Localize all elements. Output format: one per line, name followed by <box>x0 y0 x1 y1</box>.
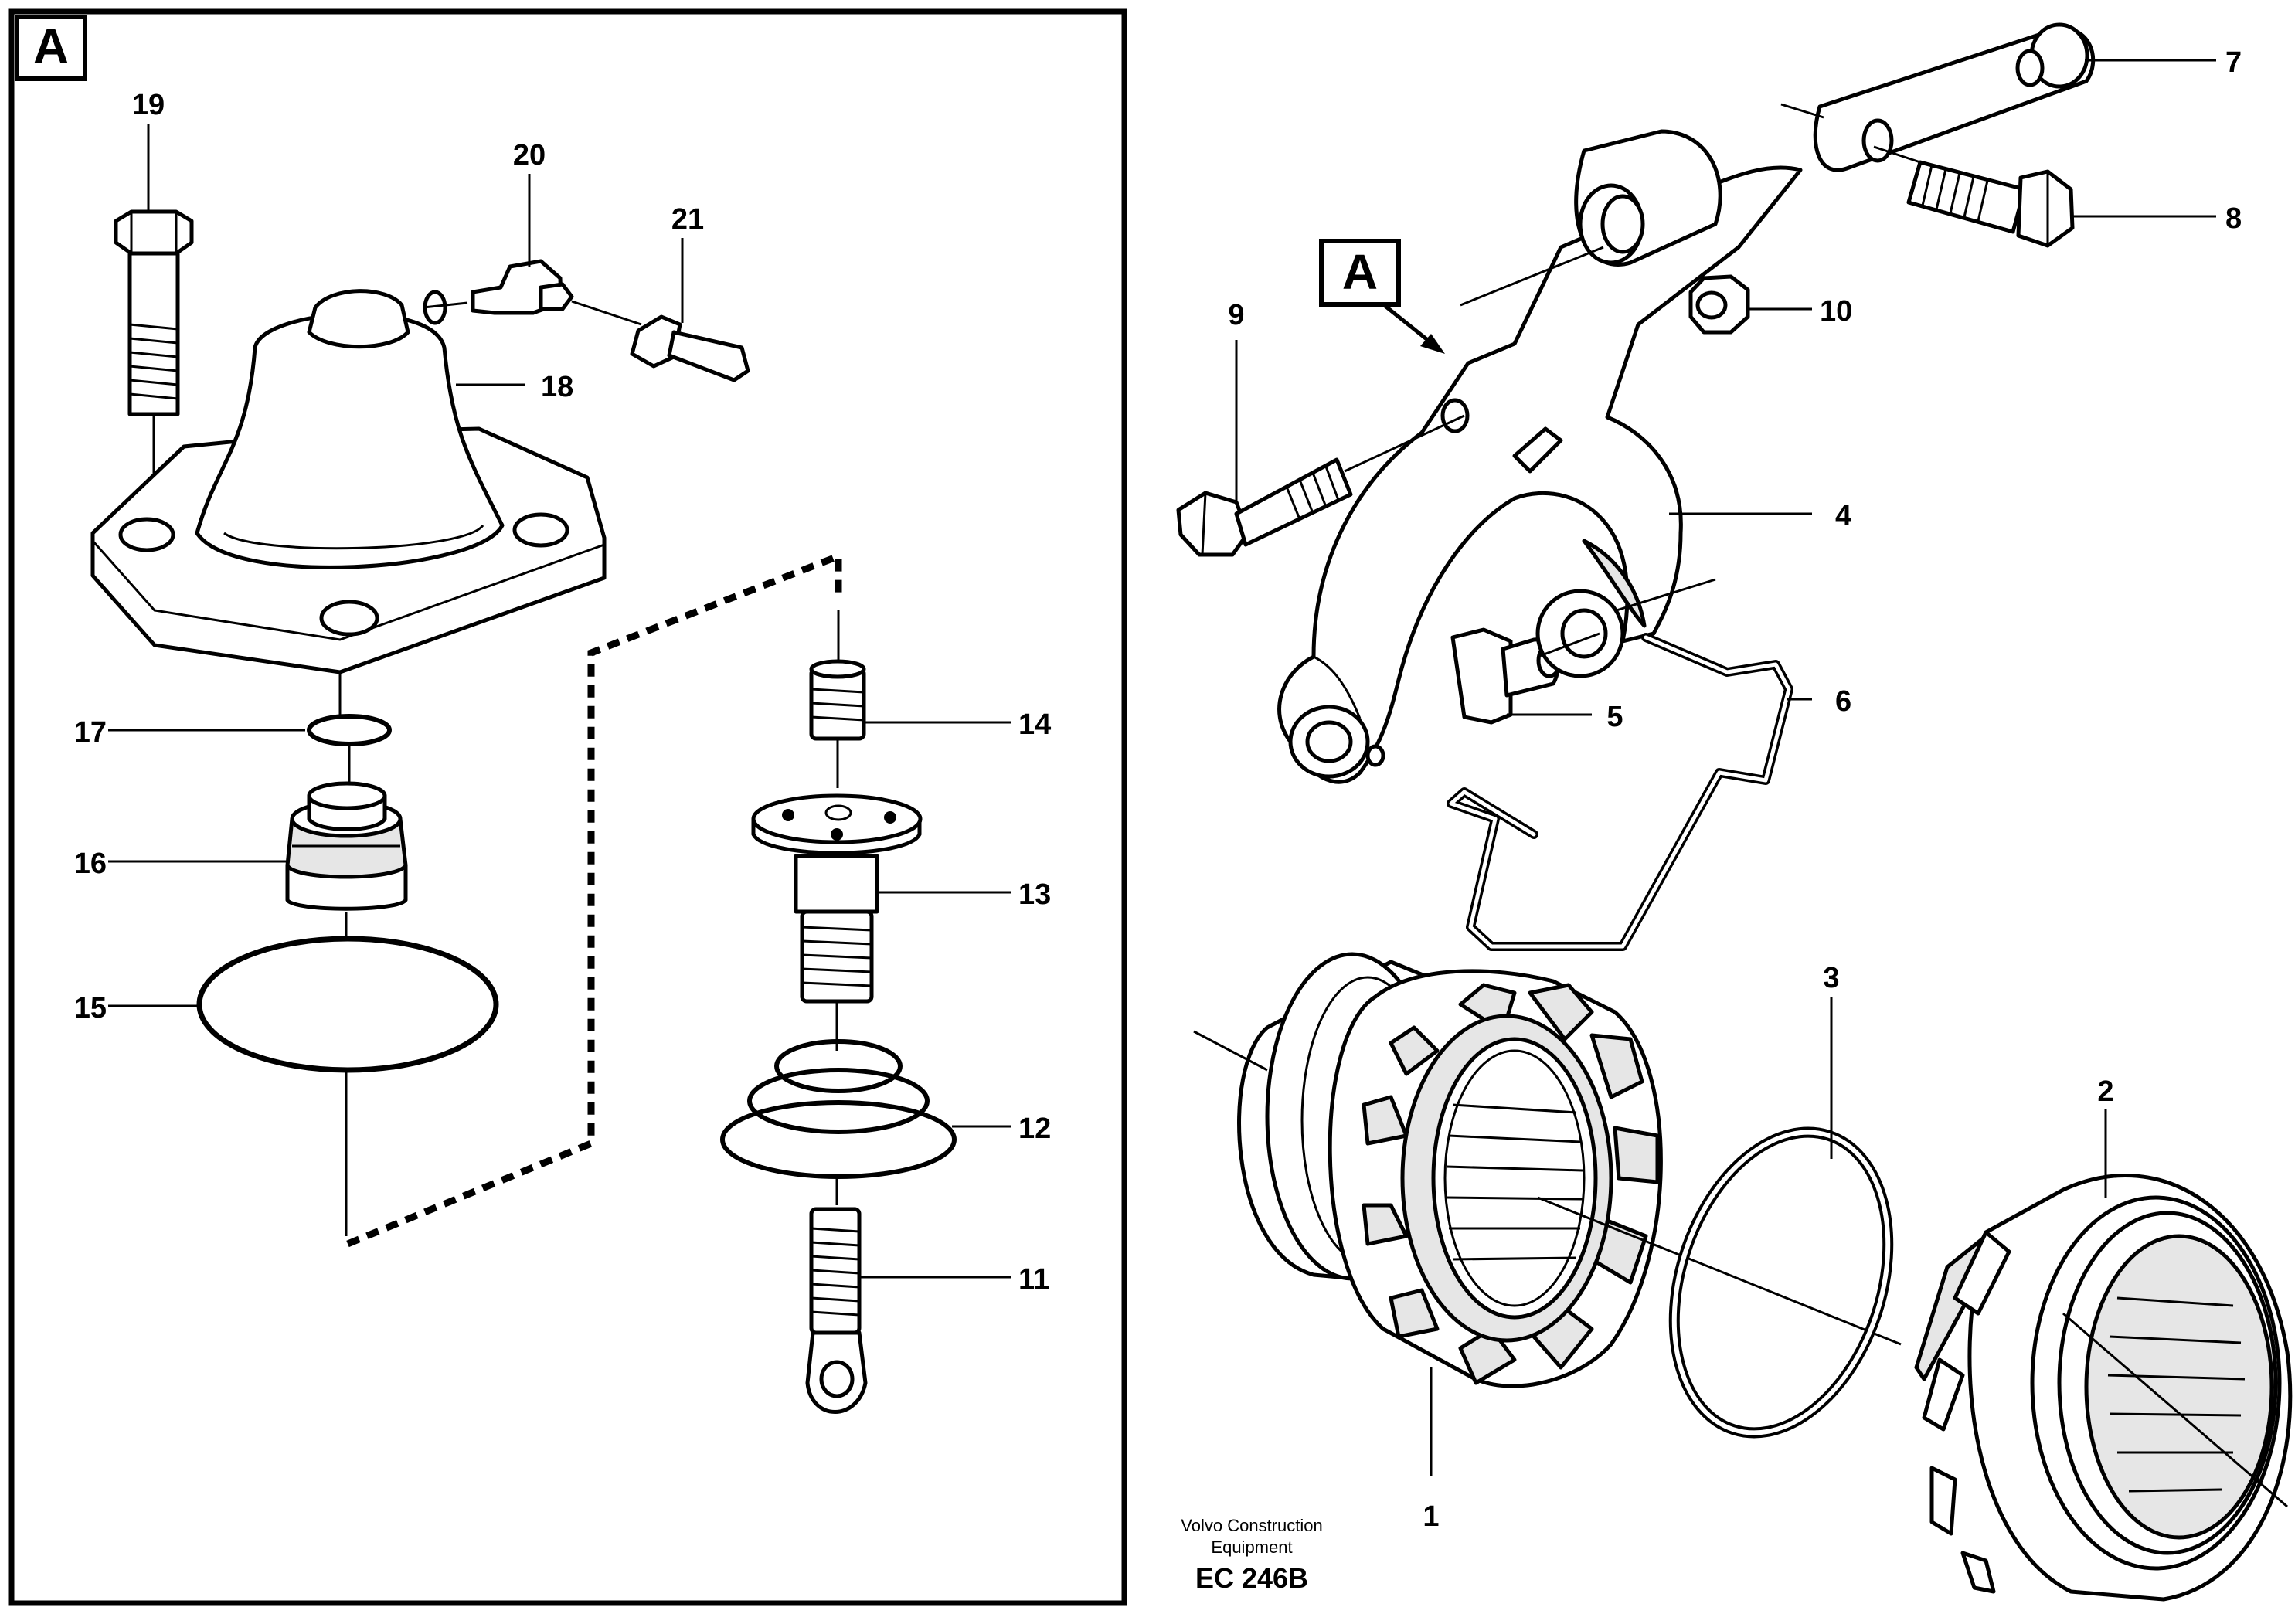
part-9-bolt <box>1176 414 1465 557</box>
footer: Volvo Construction Equipment EC 246B <box>1181 1516 1322 1594</box>
part-19-bolt <box>114 209 194 541</box>
label-part-10: 10 <box>1820 295 1852 328</box>
detail-view-a-panel: A <box>8 8 1127 1606</box>
part-20-elbow-fitting <box>423 259 642 326</box>
footer-company-line2: Equipment <box>1211 1537 1292 1557</box>
label-part-17: 17 <box>74 716 107 749</box>
leaders-left <box>108 124 1011 1279</box>
view-tag-label: A <box>33 19 69 74</box>
part-8-bolt <box>1873 145 2075 248</box>
part-13-valve-plate <box>751 793 923 1051</box>
label-part-18: 18 <box>541 371 573 403</box>
part-12-spring <box>720 1039 957 1205</box>
label-part-9: 9 <box>1228 299 1244 331</box>
part-3-snap-ring <box>1668 1126 1894 1439</box>
part-2-gear-ring <box>1914 1174 2293 1602</box>
part-5-pin <box>1450 589 1625 725</box>
part-14-adjuster-screw <box>809 659 866 788</box>
label-part-8: 8 <box>2225 202 2242 235</box>
label-part-11: 11 <box>1018 1263 1049 1296</box>
view-a-callout: A <box>1319 239 1445 354</box>
part-7-shaft <box>1780 22 2096 172</box>
label-part-15: 15 <box>74 992 107 1024</box>
label-part-7: 7 <box>2225 46 2242 79</box>
label-part-13: 13 <box>1018 878 1051 911</box>
view-tag-box <box>15 15 87 81</box>
part-16-piston <box>285 781 408 939</box>
footer-company-line1: Volvo Construction <box>1181 1516 1322 1535</box>
label-part-5: 5 <box>1606 701 1623 733</box>
label-part-19: 19 <box>132 89 165 121</box>
label-part-14: 14 <box>1018 708 1051 741</box>
part-number-labels: 1 2 3 4 5 6 7 8 9 10 11 12 13 14 15 16 1… <box>74 46 2242 1533</box>
view-a-callout-label: A <box>1342 244 1378 300</box>
part-15-seal-ring <box>196 936 499 1073</box>
dashed-assembly-path <box>346 551 842 1248</box>
label-part-3: 3 <box>1823 962 1839 994</box>
part-4-shift-fork <box>1277 129 1803 784</box>
detail-frame <box>8 8 1127 1606</box>
part-18-cover <box>90 289 607 719</box>
footer-code: EC 246B <box>1195 1562 1308 1594</box>
part-21-pipe <box>630 314 750 382</box>
wire-clip-highlight <box>1449 635 1791 949</box>
leaders-right <box>1235 59 2216 1476</box>
part-1-synchro-hub <box>1193 952 1902 1388</box>
view-a-callout-box <box>1319 239 1401 307</box>
label-part-20: 20 <box>513 139 546 172</box>
label-part-2: 2 <box>2097 1075 2113 1108</box>
part-17-o-ring <box>307 714 392 746</box>
label-part-21: 21 <box>672 203 704 236</box>
label-part-1: 1 <box>1423 1500 1439 1533</box>
label-part-12: 12 <box>1018 1113 1051 1145</box>
view-a-arrow-head <box>1420 334 1445 354</box>
part-11-eye-bolt <box>805 1207 868 1414</box>
label-part-16: 16 <box>74 848 107 880</box>
label-part-4: 4 <box>1835 500 1851 532</box>
part-10-nut <box>1688 274 1750 335</box>
label-part-6: 6 <box>1835 685 1851 718</box>
